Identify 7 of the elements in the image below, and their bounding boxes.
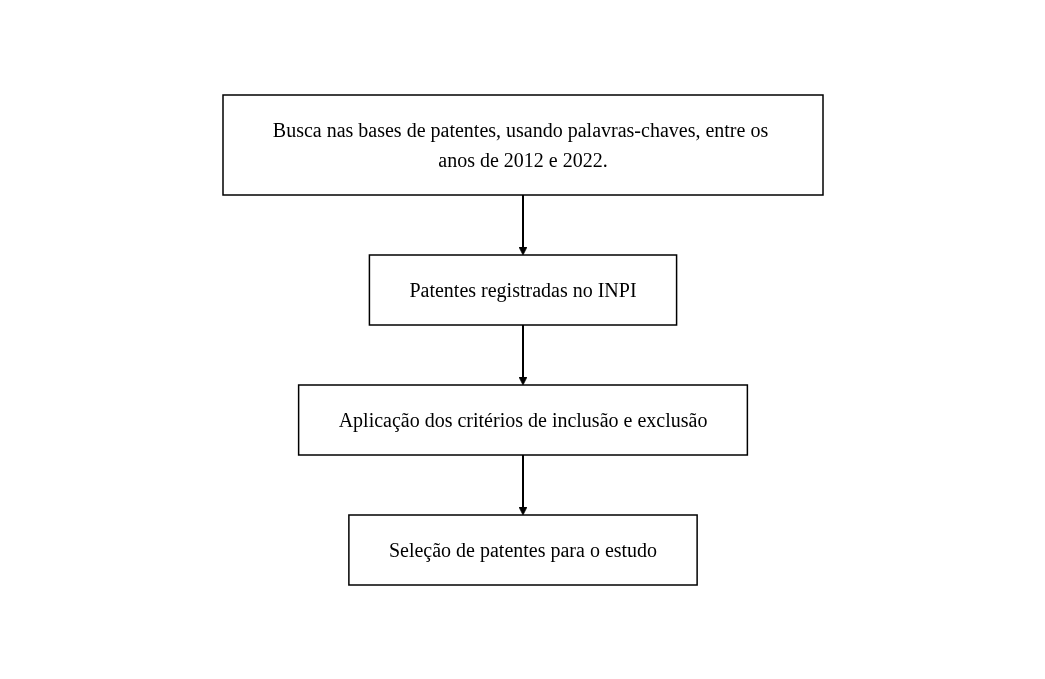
node-box: Patentes registradas no INPI — [368, 253, 677, 326]
node-box: Aplicação dos critérios de inclusão e exclusão — [297, 383, 748, 456]
arrow — [518, 193, 527, 255]
arrow — [518, 323, 527, 385]
arrow — [518, 453, 527, 515]
node-box: Seleção de patentes para o estudo — [347, 513, 698, 586]
node-box: Busca nas bases de patentes, usando palavras-chaves, entre os anos de 2012 e 2022. — [221, 93, 824, 196]
